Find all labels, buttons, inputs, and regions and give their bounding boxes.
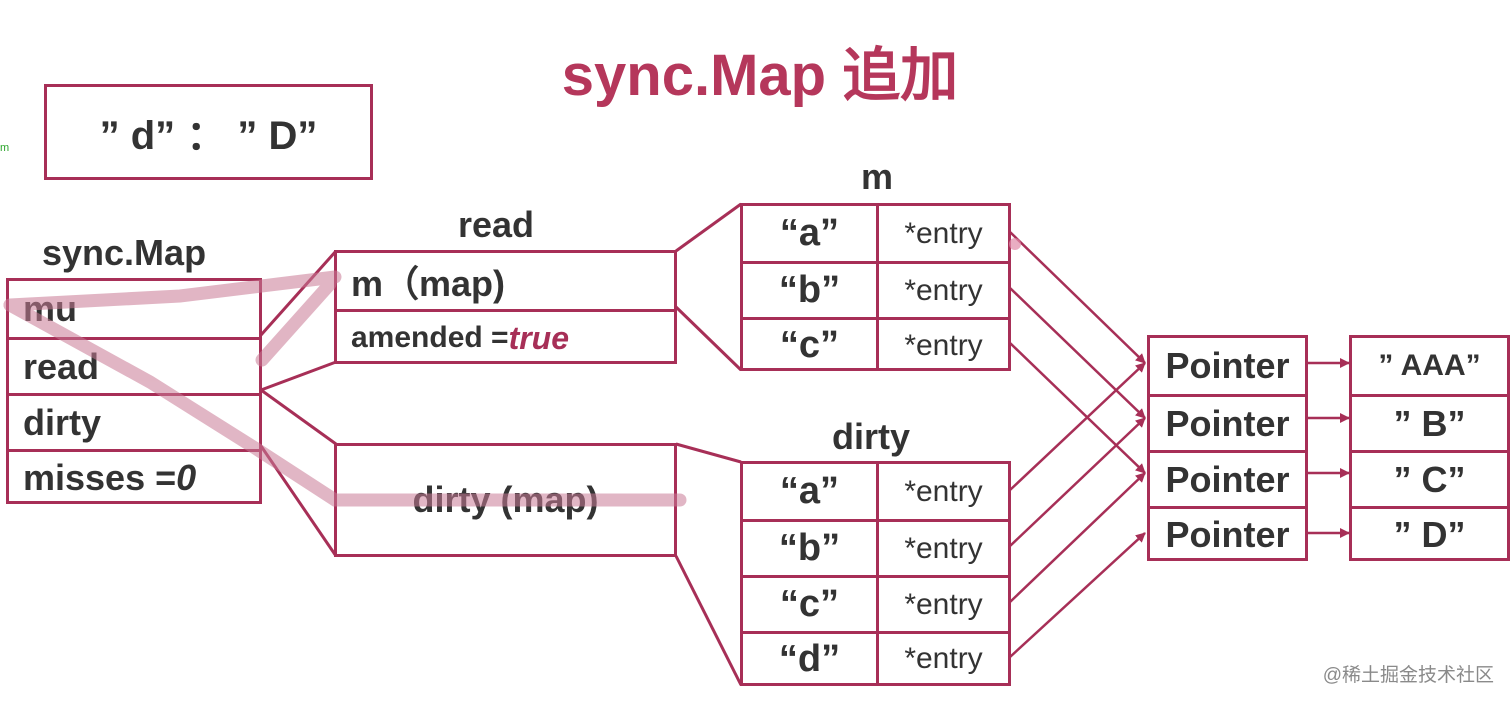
syncmap-field-misses: misses = 0 (9, 449, 259, 504)
new-key-value-text: ” d” ： ” D” (99, 114, 318, 158)
dirty-struct-field: dirty (map) (412, 479, 599, 520)
dirty-table-value: *entry (904, 474, 983, 508)
dirty-table-value: *entry (904, 642, 983, 675)
m-table-value: *entry (904, 328, 983, 362)
misses-value: 0 (176, 457, 197, 498)
m-table-key: “c” (743, 320, 879, 371)
read-table: m（map) amended = true (334, 250, 677, 364)
dirty-table-row: “c” *entry (743, 575, 1008, 631)
watermark: @稀土掘金技术社区 (1322, 665, 1494, 686)
dirty-table-row: “b” *entry (743, 519, 1008, 575)
m-table-key: “a” (743, 206, 879, 261)
dirty-table-row: “a” *entry (743, 464, 1008, 519)
m-table: “a” *entry “b” *entry “c” *entry (740, 203, 1011, 371)
m-table-value: *entry (904, 216, 983, 250)
new-key-value-box: ” d” ： ” D” (44, 84, 373, 180)
m-table-row: “a” *entry (743, 206, 1008, 261)
amended-label: amended = (351, 321, 509, 354)
read-field-amended: amended = true (337, 309, 674, 364)
m-table-key: “b” (743, 264, 879, 317)
dirty-table-key: “a” (743, 464, 879, 519)
syncmap-field-read: read (9, 337, 259, 393)
page-title: sync.Map 追加 (561, 43, 959, 108)
value-cell: ” AAA” (1378, 349, 1481, 382)
dirty-table-label: dirty (832, 416, 911, 457)
dirty-table-value: *entry (904, 587, 983, 621)
value-table: ” AAA” ” B” ” C” ” D” (1349, 335, 1510, 561)
pointer-cell: Pointer (1150, 394, 1305, 450)
syncmap-table: mu read dirty misses = 0 (6, 278, 262, 504)
pointer-table: Pointer Pointer Pointer Pointer (1147, 335, 1308, 561)
amended-value: true (508, 319, 570, 356)
dirty-table: “a” *entry “b” *entry “c” *entry “d” *en… (740, 461, 1011, 686)
read-field-m: m（map) (351, 263, 506, 304)
m-table-value: *entry (904, 273, 983, 307)
value-cell: ” D” (1352, 506, 1507, 561)
dirty-table-key: “d” (743, 634, 879, 684)
pointer-cell: Pointer (1150, 506, 1305, 561)
syncmap-field-dirty: dirty (9, 393, 259, 449)
dirty-table-key: “c” (743, 578, 879, 631)
read-label: read (458, 204, 535, 245)
value-cell: ” B” (1352, 394, 1507, 450)
side-mark: m (0, 142, 10, 154)
dirty-table-key: “b” (743, 522, 879, 575)
m-table-row: “c” *entry (743, 317, 1008, 371)
dirty-table-row: “d” *entry (743, 631, 1008, 684)
syncmap-label: sync.Map (42, 232, 207, 273)
m-table-label: m (861, 156, 894, 197)
value-cell: ” C” (1352, 450, 1507, 506)
syncmap-field-mu: mu (23, 288, 77, 329)
misses-label: misses = (23, 457, 177, 498)
pointer-cell: Pointer (1150, 450, 1305, 506)
m-table-row: “b” *entry (743, 261, 1008, 317)
dirty-table-value: *entry (904, 531, 983, 565)
pointer-cell: Pointer (1165, 345, 1290, 386)
dirty-struct-table: dirty (map) (334, 443, 677, 557)
